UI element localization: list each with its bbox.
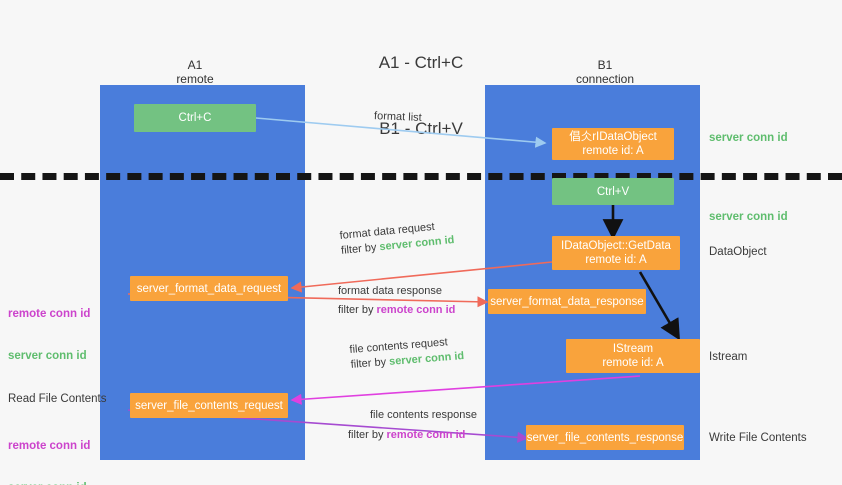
label-server-conn-id-2: server conn id	[8, 481, 90, 485]
edge-label-format-data-response-line2: filter by remote conn id	[338, 299, 455, 318]
lane-b1-sub: connection	[575, 72, 635, 86]
horizontal-divider	[0, 173, 842, 180]
edge-label-format-data-request: format data request filter by server con…	[339, 218, 455, 259]
box-server-format-data-response-label: server_format_data_response	[490, 295, 644, 308]
box-idataobject-line2: remote id: A	[582, 145, 644, 157]
edge-label-format-data-response-line1: format data response	[338, 285, 442, 297]
box-server-file-contents-response[interactable]: server_file_contents_response	[526, 425, 684, 450]
box-ctrl-v[interactable]: Ctrl+V	[552, 178, 674, 205]
label-dataobject: DataObject	[709, 246, 767, 258]
label-remote-conn-id-2: remote conn id	[8, 440, 91, 452]
edge-label-format-data-response: format data response filter by remote co…	[338, 284, 455, 318]
box-server-file-contents-request-label: server_file_contents_request	[135, 399, 283, 412]
lane-header-b1: B1 connection	[540, 58, 670, 86]
box-idataobject[interactable]: 倡仌rIDataObject remote id: A	[552, 128, 674, 160]
label-server-conn-id-1: server conn id	[8, 350, 87, 362]
label-left-conn-ids-1: remote conn id server conn id	[8, 279, 90, 391]
edge-filter-prefix-4: filter by	[348, 429, 387, 441]
label-server-conn-id-mid: server conn id	[709, 211, 788, 223]
edge-label-file-contents-request: file contents request filter by server c…	[349, 334, 465, 373]
box-server-format-data-request[interactable]: server_format_data_request	[130, 276, 288, 301]
box-getdata-line1: IDataObject::GetData	[561, 240, 671, 252]
edge-label-file-contents-response-line2: filter by remote conn id	[348, 423, 477, 443]
box-idataobject-getdata[interactable]: IDataObject::GetData remote id: A	[552, 236, 680, 270]
box-server-file-contents-request[interactable]: server_file_contents_request	[130, 393, 288, 418]
box-server-format-data-request-label: server_format_data_request	[136, 282, 282, 295]
box-ctrl-c[interactable]: Ctrl+C	[134, 104, 256, 132]
label-remote-conn-id-1: remote conn id	[8, 308, 91, 320]
label-istream: Istream	[709, 351, 748, 363]
label-server-conn-id-top: server conn id	[709, 132, 788, 144]
edge-filter-value-4: remote conn id	[386, 429, 466, 441]
edge-label-file-contents-response: file contents response filter by remote …	[348, 408, 478, 443]
box-istream-line1: IStream	[612, 343, 654, 355]
label-read-file-contents: Read File Contents	[8, 393, 107, 405]
label-write-file-contents: Write File Contents	[709, 432, 807, 444]
box-getdata-line2: remote id: A	[585, 254, 647, 266]
lane-b1-name: B1	[597, 58, 613, 72]
edge-filter-prefix-1: filter by	[340, 241, 381, 257]
lane-a1-sub: remote	[176, 72, 214, 86]
box-server-format-data-response[interactable]: server_format_data_response	[488, 289, 646, 314]
box-istream-line2: remote id: A	[602, 357, 664, 369]
edge-filter-prefix-2: filter by	[338, 304, 377, 316]
edge-label-format-list: format list	[373, 110, 422, 124]
lane-header-a1: A1 remote	[130, 58, 260, 86]
box-istream[interactable]: IStream remote id: A	[566, 339, 700, 373]
box-ctrl-c-label: Ctrl+C	[178, 112, 212, 124]
edge-filter-prefix-3: filter by	[350, 355, 390, 371]
box-ctrl-v-label: Ctrl+V	[596, 185, 630, 198]
edge-filter-value-2: remote conn id	[376, 304, 456, 316]
lane-a1-name: A1	[187, 58, 203, 72]
box-server-file-contents-response-label: server_file_contents_response	[526, 431, 684, 444]
title-line-1: A1 - Ctrl+C	[378, 53, 464, 72]
label-left-conn-ids-2: remote conn id server conn id	[8, 411, 90, 485]
box-idataobject-line1: 倡仌rIDataObject	[569, 131, 657, 143]
edge-label-file-contents-response-line1: file contents response	[370, 409, 478, 421]
